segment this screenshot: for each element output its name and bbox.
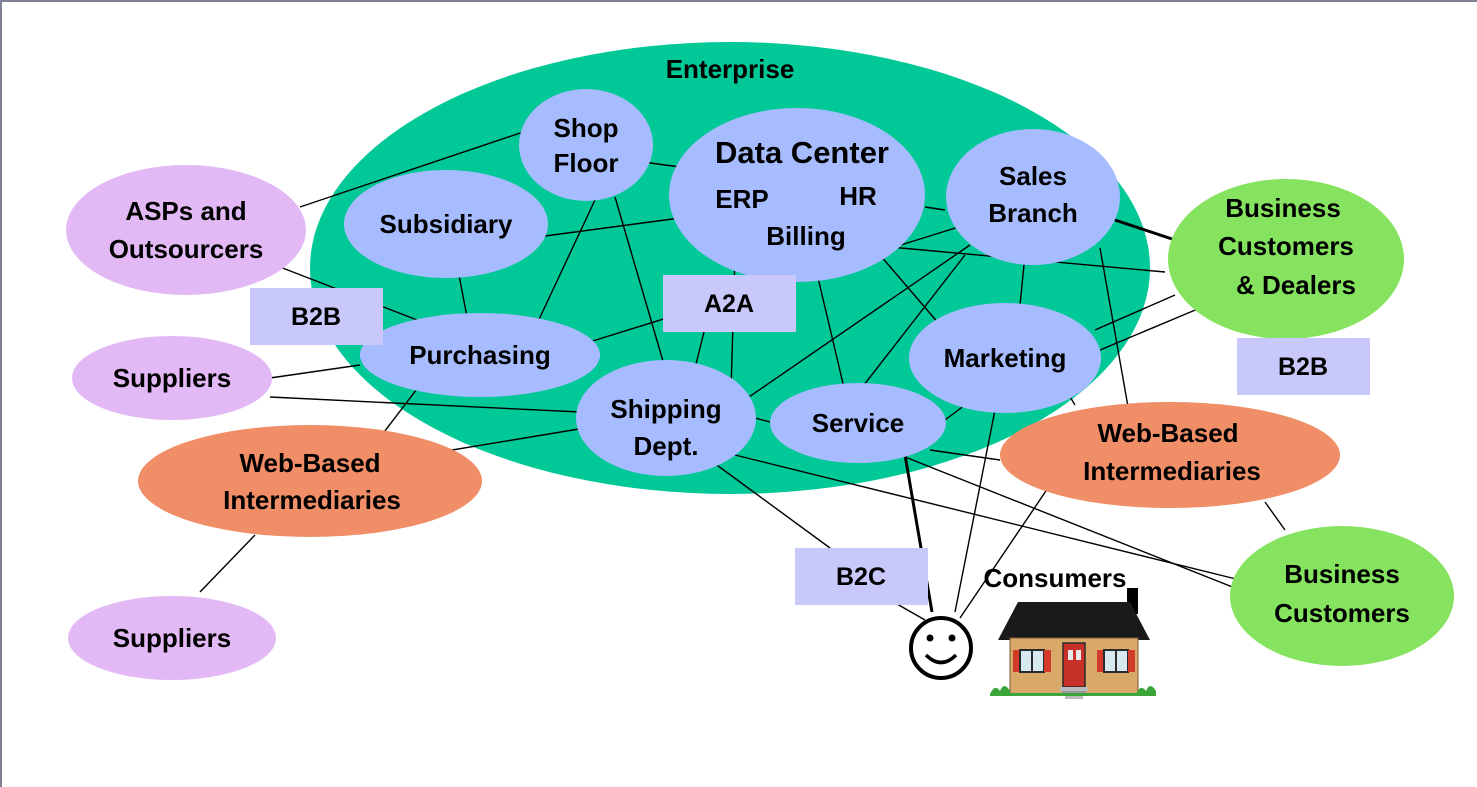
subsidiary-label: Subsidiary [380, 209, 513, 239]
node-business-customers: Business Customers [1230, 526, 1454, 666]
node-data-center: Data Center ERP HR Billing [669, 108, 925, 282]
data-center-erp: ERP [715, 184, 768, 214]
shop-floor-line2: Floor [554, 148, 619, 178]
biz-dealers-line3: & Dealers [1236, 270, 1356, 300]
smiley-face-icon [909, 616, 973, 680]
connection-lines [199, 127, 1286, 621]
node-service: Service [770, 383, 946, 463]
purchasing-label: Purchasing [409, 340, 551, 370]
tag-b2b-right: B2B [1237, 338, 1370, 395]
node-web-intermediaries-left: Web-Based Intermediaries [138, 425, 482, 537]
tag-b2c-text: B2C [836, 563, 886, 591]
house-icon [990, 588, 1156, 699]
biz-customers-line2: Customers [1274, 598, 1410, 628]
service-label: Service [812, 408, 905, 438]
node-suppliers-top: Suppliers [72, 336, 272, 420]
shipping-line1: Shipping [610, 394, 721, 424]
suppliers-bottom-label: Suppliers [113, 623, 231, 653]
node-asps-outsourcers: ASPs and Outsourcers [66, 165, 306, 295]
tag-b2b-right-text: B2B [1278, 353, 1328, 381]
sales-branch-line1: Sales [999, 161, 1067, 191]
node-business-customers-dealers: Business Customers & Dealers [1168, 179, 1404, 339]
tag-b2b-left: B2B [250, 288, 383, 345]
node-subsidiary: Subsidiary [344, 170, 548, 278]
data-center-billing: Billing [766, 221, 845, 251]
data-center-hr: HR [839, 181, 877, 211]
tag-b2c: B2C [795, 548, 928, 605]
web-left-line2: Intermediaries [223, 485, 401, 515]
node-suppliers-bottom: Suppliers [68, 596, 276, 680]
enterprise-label: Enterprise [666, 54, 795, 84]
web-right-line1: Web-Based [1097, 418, 1238, 448]
shop-floor-line1: Shop [554, 113, 619, 143]
suppliers-top-label: Suppliers [113, 363, 231, 393]
asps-line2: Outsourcers [109, 234, 264, 264]
shipping-line2: Dept. [634, 431, 699, 461]
marketing-label: Marketing [944, 343, 1067, 373]
sales-branch-line2: Branch [988, 198, 1078, 228]
tag-a2a: A2A [663, 275, 796, 332]
node-shop-floor: Shop Floor [519, 89, 653, 201]
biz-customers-line1: Business [1284, 559, 1400, 589]
tag-b2b-left-text: B2B [291, 303, 341, 331]
asps-line1: ASPs and [125, 196, 246, 226]
biz-dealers-line2: Customers [1218, 231, 1354, 261]
node-shipping-dept: Shipping Dept. [576, 360, 756, 476]
consumers-label: Consumers [983, 563, 1126, 593]
web-left-line1: Web-Based [239, 448, 380, 478]
tag-a2a-text: A2A [704, 290, 754, 318]
node-web-intermediaries-right: Web-Based Intermediaries [1000, 402, 1340, 508]
web-right-line2: Intermediaries [1083, 456, 1261, 486]
node-purchasing: Purchasing [360, 313, 600, 397]
node-sales-branch: Sales Branch [946, 129, 1120, 265]
data-center-title: Data Center [715, 135, 889, 170]
biz-dealers-line1: Business [1225, 193, 1341, 223]
node-marketing: Marketing [909, 303, 1101, 413]
